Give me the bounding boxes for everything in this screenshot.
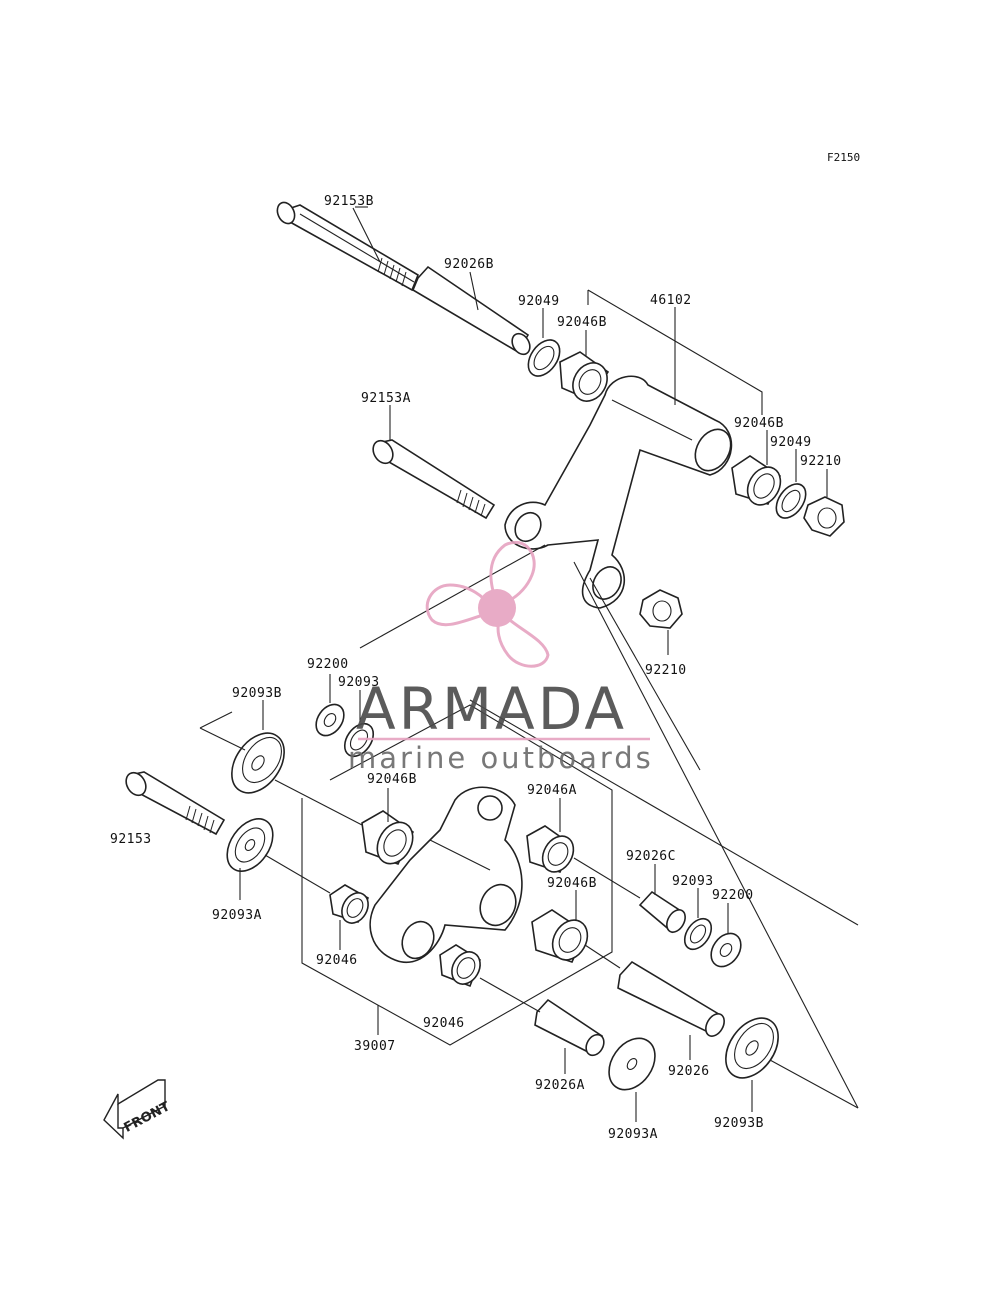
label-92046B-top: 92046B <box>557 315 607 330</box>
propeller-logo <box>425 540 550 668</box>
label-92093B-bottom: 92093B <box>714 1116 764 1131</box>
label-92093-left: 92093 <box>338 675 380 690</box>
nut-92210-mid <box>639 589 683 629</box>
bearing-92046B-right <box>731 455 782 506</box>
watermark-brand: ARMADA <box>356 675 627 743</box>
top-assembly <box>276 201 845 629</box>
label-92049-right: 92049 <box>770 435 812 450</box>
label-92026A: 92026A <box>535 1078 585 1093</box>
part-labels: 92153B 92026B 92049 92046B 46102 92153A … <box>110 194 842 1142</box>
collar-92026 <box>617 960 725 1037</box>
washer-92200-left <box>315 703 345 737</box>
label-92026C: 92026C <box>626 849 676 864</box>
label-92093B-left: 92093B <box>232 686 282 701</box>
rocker-arm-46102 <box>504 375 733 609</box>
cap-92093A-left <box>226 818 274 872</box>
bearing-92046B-mid <box>361 810 415 866</box>
bottom-assembly <box>125 703 779 1091</box>
diagram-code: F2150 <box>827 151 860 164</box>
label-39007: 39007 <box>354 1039 396 1054</box>
leader-lines <box>199 206 859 1122</box>
collar-92026C <box>638 890 686 934</box>
label-92153: 92153 <box>110 832 152 847</box>
label-92046B-right: 92046B <box>734 416 784 431</box>
label-92046B-mid: 92046B <box>367 772 417 787</box>
label-92210-right: 92210 <box>800 454 842 469</box>
bearing-92046A <box>526 825 575 873</box>
seal-92093-right <box>683 917 713 951</box>
label-92046B-low: 92046B <box>547 876 597 891</box>
seal-92049-top <box>527 339 561 377</box>
label-92026: 92026 <box>668 1064 710 1079</box>
cap-92093A-bottom <box>608 1037 656 1091</box>
bolt-92153B <box>276 201 419 292</box>
bolt-92153A <box>372 439 496 520</box>
label-92093-right: 92093 <box>672 874 714 889</box>
cap-92093B-left <box>231 732 285 794</box>
seal-92049-right <box>775 483 807 519</box>
label-92210-mid: 92210 <box>645 663 687 678</box>
tie-rod-39007 <box>369 786 523 963</box>
label-92093A-left: 92093A <box>212 908 262 923</box>
bearing-92046-low <box>439 944 481 988</box>
bearing-92046B-low <box>531 909 589 963</box>
armada-watermark: ARMADA marine outboards <box>348 540 654 775</box>
watermark-tagline: marine outboards <box>348 741 654 775</box>
bearing-92046-left <box>329 884 370 924</box>
front-arrow-label: FRONT <box>122 1099 173 1136</box>
label-92049-top: 92049 <box>518 294 560 309</box>
label-92200-right: 92200 <box>712 888 754 903</box>
label-92046-low: 92046 <box>423 1016 465 1031</box>
bolt-92153 <box>125 771 226 836</box>
label-92153A: 92153A <box>361 391 411 406</box>
label-92093A-bottom: 92093A <box>608 1127 658 1142</box>
label-92026B: 92026B <box>444 257 494 272</box>
label-92046-left: 92046 <box>316 953 358 968</box>
cap-92093B-bottom <box>725 1017 779 1079</box>
collar-92026B <box>411 265 531 356</box>
front-arrow: FRONT <box>103 1079 173 1140</box>
washer-92200-right <box>710 932 742 968</box>
label-92200-left: 92200 <box>307 657 349 672</box>
collar-92026A <box>534 998 605 1057</box>
label-92153B: 92153B <box>324 194 374 209</box>
label-92046A: 92046A <box>527 783 577 798</box>
label-46102: 46102 <box>650 293 692 308</box>
nut-92210-right <box>803 496 845 537</box>
bearing-92046B-top <box>559 351 610 402</box>
